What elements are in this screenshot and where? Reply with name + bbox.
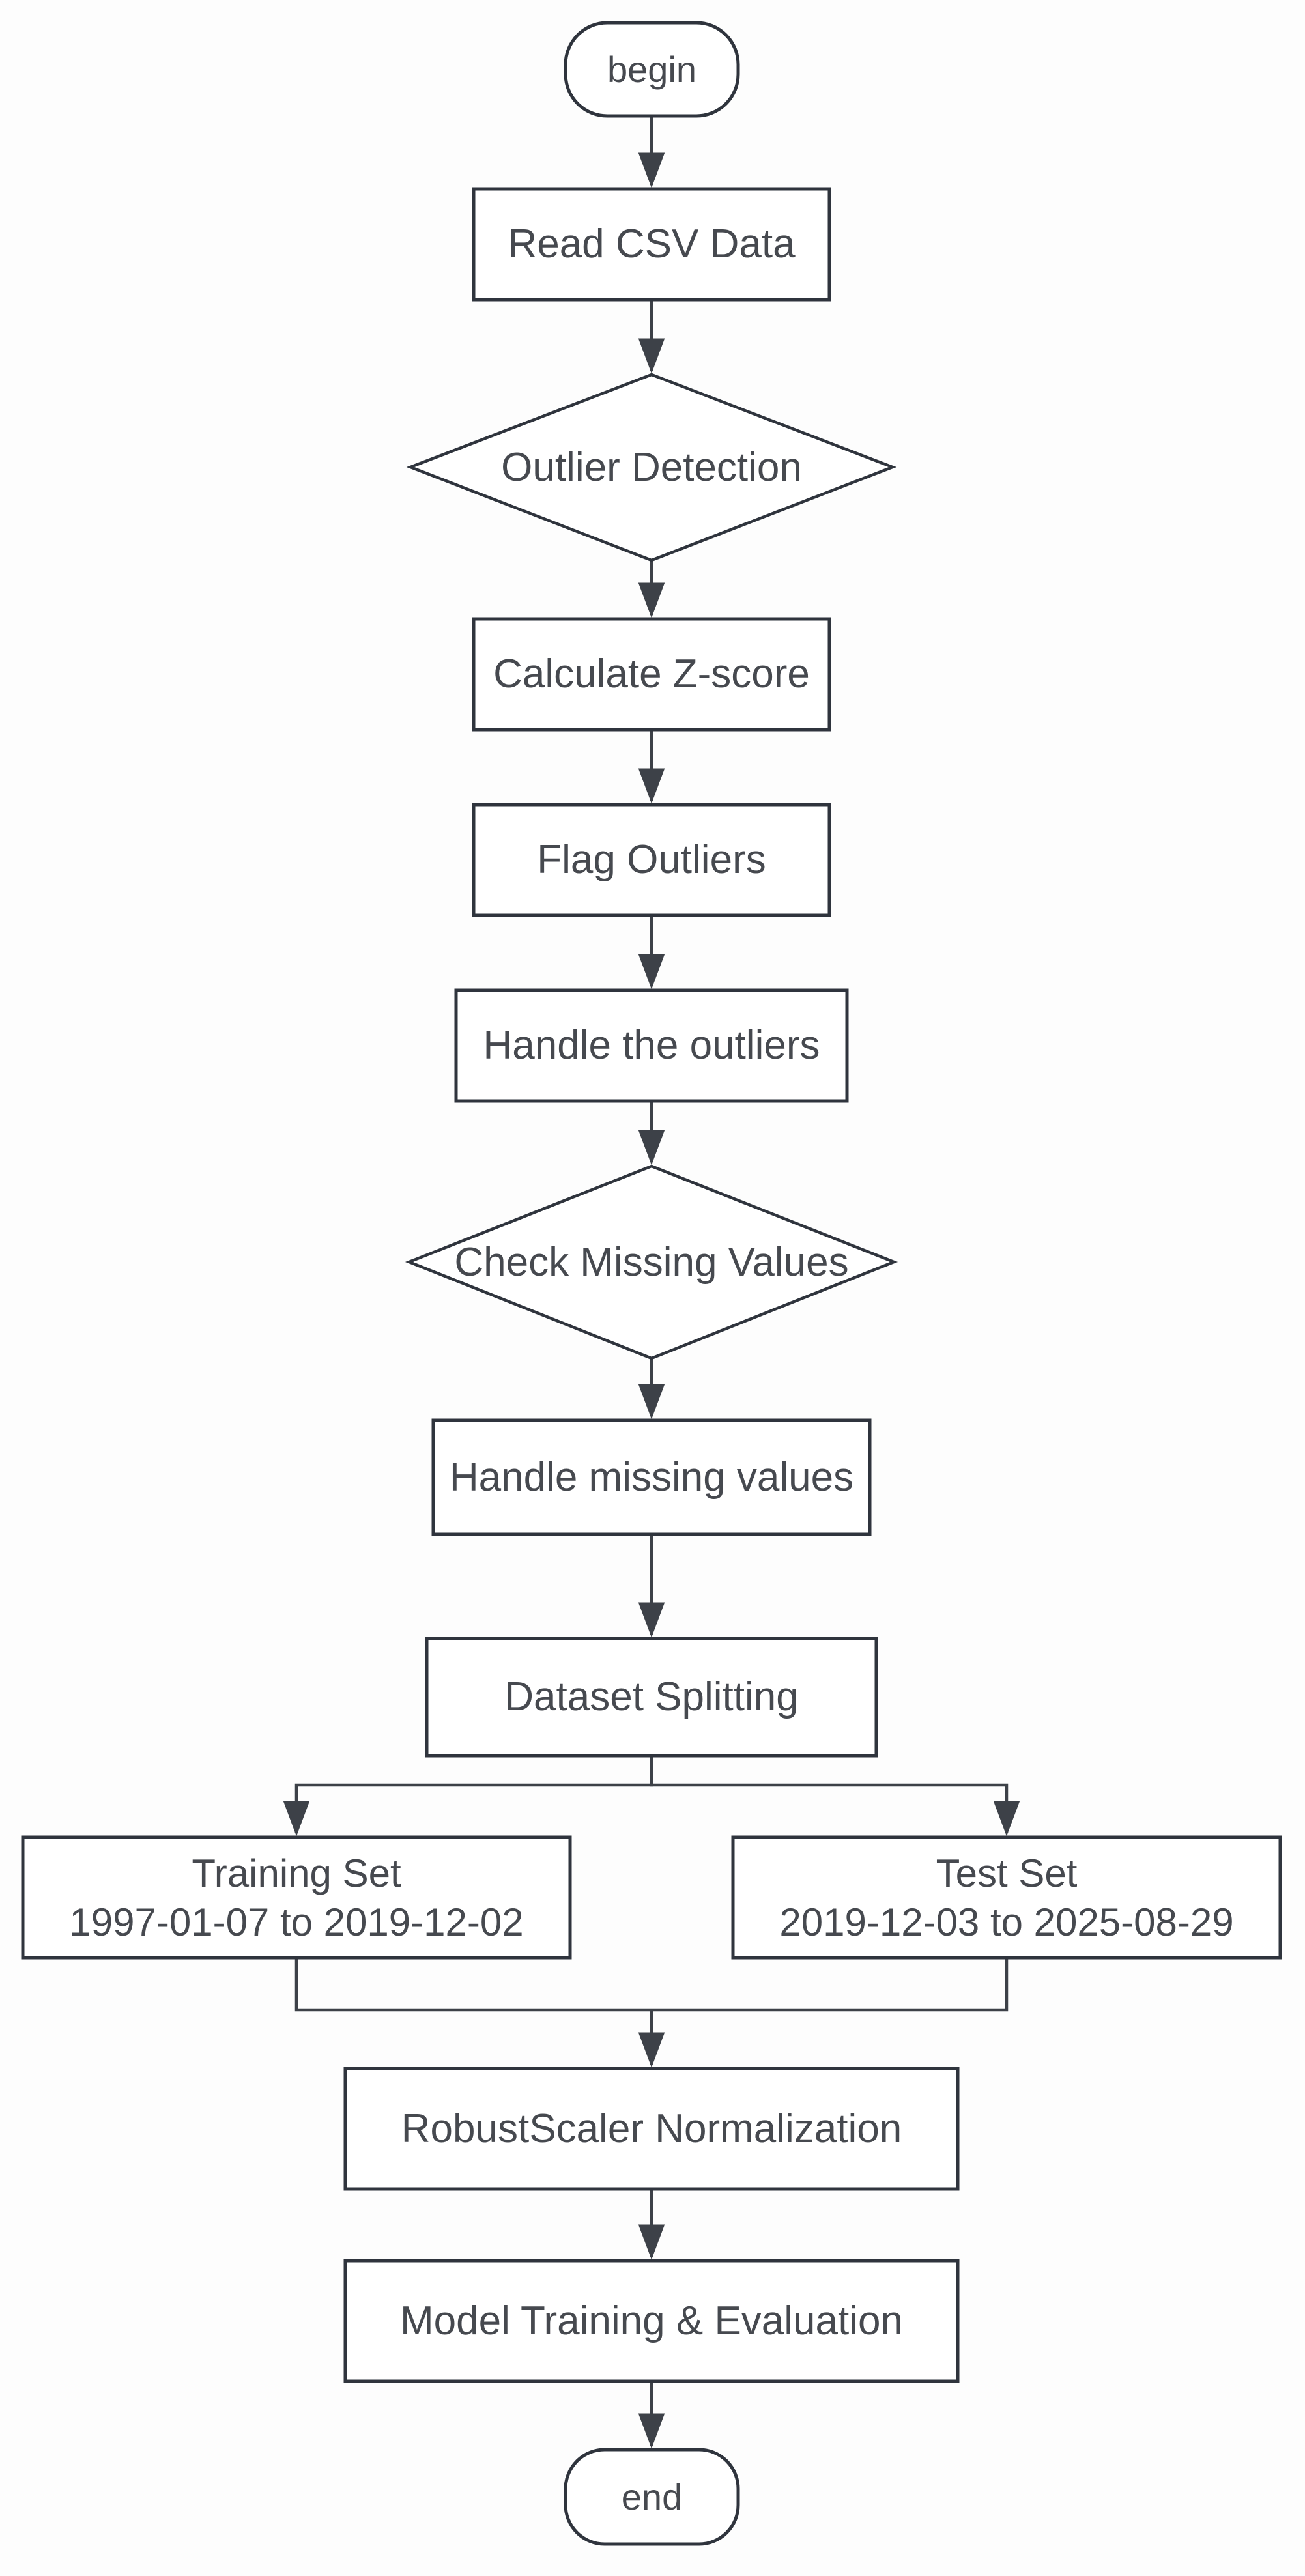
node-label: RobustScaler Normalization (401, 2106, 902, 2151)
node-label: end (621, 2476, 683, 2517)
node-label: Model Training & Evaluation (399, 2298, 903, 2343)
node-training-set-shape (21, 1835, 572, 1960)
node-robustscaler-shape (343, 2067, 960, 2191)
node-flag-outliers-label: Flag Outliers (474, 805, 829, 915)
node-label: begin (607, 48, 697, 90)
nodes-layer (21, 21, 1282, 2546)
node-dataset-splitting-shape (425, 1637, 878, 1758)
node-handle-missing-shape (431, 1418, 872, 1536)
node-robustscaler-label: RobustScaler Normalization (345, 2068, 958, 2189)
node-test-set-shape (731, 1835, 1282, 1960)
node-end-shape (564, 2448, 740, 2546)
node-label: Check Missing Values (454, 1239, 849, 1285)
node-label: Flag Outliers (537, 837, 766, 883)
node-flag-outliers-shape (472, 803, 831, 917)
node-calculate-zscore-label: Calculate Z-score (474, 619, 829, 730)
node-begin-label: begin (566, 23, 738, 116)
node-begin-shape (564, 21, 740, 118)
edge-dataset-splitting-test-set (650, 1756, 1020, 1837)
node-outlier-detection-shape (406, 373, 897, 562)
node-label: Handle the outliers (483, 1023, 820, 1068)
node-label: Test Set (936, 1851, 1078, 1895)
node-handle-outliers-label: Handle the outliers (456, 990, 847, 1101)
node-calculate-zscore-shape (472, 617, 831, 732)
edge-test-set-merge (652, 1958, 1009, 2012)
node-handle-outliers-shape (454, 988, 849, 1103)
edges-layer (283, 116, 1020, 2449)
node-label: Outlier Detection (501, 444, 802, 490)
node-label: Handle missing values (449, 1454, 854, 1500)
node-label: Training Set (192, 1851, 401, 1895)
node-check-missing-shape (405, 1164, 898, 1360)
node-dataset-splitting-label: Dataset Splitting (427, 1639, 876, 1756)
edge-dataset-splitting-training-set (283, 1756, 653, 1837)
node-read-csv-label: Read CSV Data (474, 189, 829, 300)
node-check-missing-label: Check Missing Values (409, 1166, 894, 1358)
node-label: Dataset Splitting (504, 1674, 799, 1720)
node-outlier-detection-label: Outlier Detection (410, 375, 893, 560)
node-read-csv-shape (472, 187, 831, 302)
node-label: Read CSV Data (508, 222, 796, 267)
edge-training-set-merge (294, 1958, 652, 2012)
node-test-set-label: Test Set 2019-12-03 to 2025-08-29 (733, 1837, 1280, 1958)
node-model-training-shape (343, 2259, 960, 2383)
node-training-set-label: Training Set 1997-01-07 to 2019-12-02 (23, 1837, 570, 1958)
node-end-label: end (566, 2450, 738, 2544)
node-model-training-label: Model Training & Evaluation (345, 2261, 958, 2381)
node-sublabel: 2019-12-03 to 2025-08-29 (779, 1900, 1234, 1944)
node-sublabel: 1997-01-07 to 2019-12-02 (69, 1900, 524, 1944)
node-handle-missing-label: Handle missing values (433, 1420, 870, 1534)
node-label: Calculate Z-score (493, 651, 810, 697)
